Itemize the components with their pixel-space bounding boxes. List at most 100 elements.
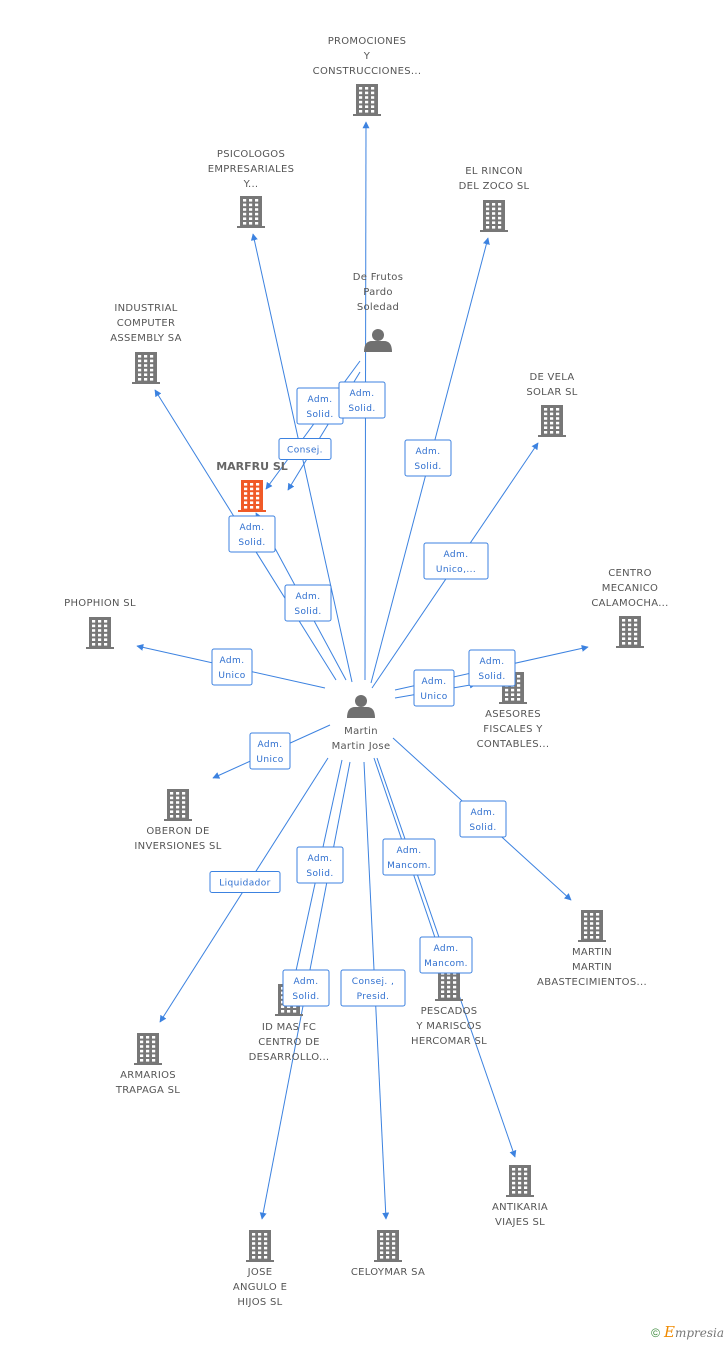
building-icon (616, 616, 644, 648)
edge-label-text: Unico (420, 692, 447, 702)
building-icon (134, 1033, 162, 1065)
edge-label-text: Consej. (287, 446, 323, 456)
brand-initial: E (663, 1323, 675, 1341)
node-promociones[interactable]: PROMOCIONES Y CONSTRUCCIONES... (313, 36, 422, 116)
node-psicologos[interactable]: PSICOLOGOS EMPRESARIALES Y... (208, 149, 295, 228)
building-icon (164, 789, 192, 821)
edge-label-text: Adm. (308, 395, 333, 405)
edge-label-martin-phophion[interactable]: Adm. Unico (211, 648, 253, 686)
node-label: MECANICO (602, 583, 658, 594)
building-icon (246, 1230, 274, 1262)
edge-label-martin-antikaria[interactable]: Adm.Mancom. (419, 936, 473, 974)
node-label: DESARROLLO... (249, 1052, 330, 1063)
node-label: MARFRU SL (216, 460, 288, 473)
edge-label-martin-idmas[interactable]: Adm. Solid. (296, 846, 344, 884)
edge-label-martin-psicologos[interactable]: Adm. Solid. (296, 387, 344, 425)
edge-label-text: Adm. (471, 808, 496, 818)
edge-label-text: Adm. (444, 550, 469, 560)
edge-label-text: Adm. (308, 854, 333, 864)
node-label: PSICOLOGOS (217, 149, 285, 160)
node-label: Y... (243, 179, 259, 190)
edge-label-martin-marfru[interactable]: Adm. Solid. (284, 584, 332, 622)
brand-name: mpresia (674, 1326, 724, 1340)
edge-label-text: Solid. (294, 607, 321, 617)
node-label: MARTIN (572, 962, 612, 973)
edge-label-text: Solid. (306, 410, 333, 420)
edge-label-martin-jose[interactable]: Adm.Solid. (282, 969, 330, 1007)
edge-label-martin-armarios[interactable]: Liquidador (209, 871, 281, 893)
node-label: PHOPHION SL (64, 598, 136, 609)
edge-label-text: Adm. (296, 592, 321, 602)
node-oberon[interactable]: OBERON DE INVERSIONES SL (134, 789, 221, 852)
edge-label-martin-celoymar[interactable]: Consej. ,Presid. (340, 969, 406, 1007)
node-marfru[interactable]: MARFRU SL (216, 460, 288, 512)
node-antikaria[interactable]: ANTIKARIA VIAJES SL (492, 1165, 548, 1228)
edge-label-text: Adm. (416, 447, 441, 457)
node-label: TRAPAGA SL (115, 1085, 180, 1096)
node-centro[interactable]: CENTROMECANICOCALAMOCHA... (591, 568, 668, 648)
edge-label-text: Unico (256, 755, 283, 765)
edge-label-martin-asesores[interactable]: Adm. Unico (413, 669, 455, 707)
node-label: OBERON DE (146, 826, 209, 837)
edge-label-martin-rincon[interactable]: Adm.Solid. (404, 439, 452, 477)
building-icon (506, 1165, 534, 1197)
edge-label-martin-oberon[interactable]: Adm.Unico (249, 732, 291, 770)
edge-label-martin-industrial[interactable]: Adm.Solid. (228, 515, 276, 553)
edge-label-martin-devela[interactable]: Adm.Unico,... (423, 542, 489, 580)
edge-label-text: Solid. (469, 823, 496, 833)
node-celoymar[interactable]: CELOYMAR SA (351, 1230, 425, 1278)
node-label: DE VELA (529, 372, 574, 383)
edge-label-defrutos-marfru[interactable]: Consej. (278, 438, 332, 460)
node-label: MARTIN (572, 947, 612, 958)
node-label: De Frutos (353, 272, 403, 283)
edge-label-text: Mancom. (424, 959, 468, 969)
edge-label-text: Mancom. (387, 861, 431, 871)
person-icon (347, 695, 375, 718)
edge-label-text: Adm. (422, 677, 447, 687)
node-abastecimientos[interactable]: MARTINMARTINABASTECIMIENTOS... (537, 910, 647, 988)
node-label: SOLAR SL (526, 387, 577, 398)
node-label: Y MARISCOS (415, 1021, 481, 1032)
building-icon (238, 480, 266, 512)
node-label: ANTIKARIA (492, 1202, 548, 1213)
node-label: INVERSIONES SL (134, 841, 221, 852)
person-icon (364, 329, 392, 352)
node-label: HIJOS SL (237, 1297, 282, 1308)
footer-brand: ©Empresia (651, 1323, 724, 1341)
building-icon (237, 196, 265, 228)
edge-label-text: Solid. (238, 538, 265, 548)
edge-label-martin-pescados[interactable]: Adm.Mancom. (382, 838, 436, 876)
node-label: COMPUTER (117, 318, 176, 329)
building-icon (578, 910, 606, 942)
edge-label-text: Adm. (220, 656, 245, 666)
edge-label-text: Adm. (480, 657, 505, 667)
node-label: CONTABLES... (477, 739, 550, 750)
node-label: DEL ZOCO SL (459, 181, 530, 192)
edge-label-text: Solid. (306, 869, 333, 879)
node-label: CONSTRUCCIONES... (313, 66, 422, 77)
node-label: JOSE (247, 1267, 273, 1278)
edge-label-text: Unico (218, 671, 245, 681)
node-label: Y (363, 51, 371, 62)
edge-label-martin-abastecimientos[interactable]: Adm. Solid. (459, 800, 507, 838)
node-label: PROMOCIONES (328, 36, 407, 47)
building-icon (374, 1230, 402, 1262)
building-icon (480, 200, 508, 232)
node-devela[interactable]: DE VELA SOLAR SL (526, 372, 577, 437)
edge-label-defrutos-psicologos[interactable]: Adm.Solid. (338, 381, 386, 419)
node-label: VIAJES SL (495, 1217, 545, 1228)
node-label: EMPRESARIALES (208, 164, 295, 175)
node-label: CENTRO (608, 568, 652, 579)
edge-label-martin-centro[interactable]: Adm.Solid. (468, 649, 516, 687)
node-phophion[interactable]: PHOPHION SL (64, 598, 136, 649)
building-icon (132, 352, 160, 384)
node-label: Soledad (357, 302, 399, 313)
